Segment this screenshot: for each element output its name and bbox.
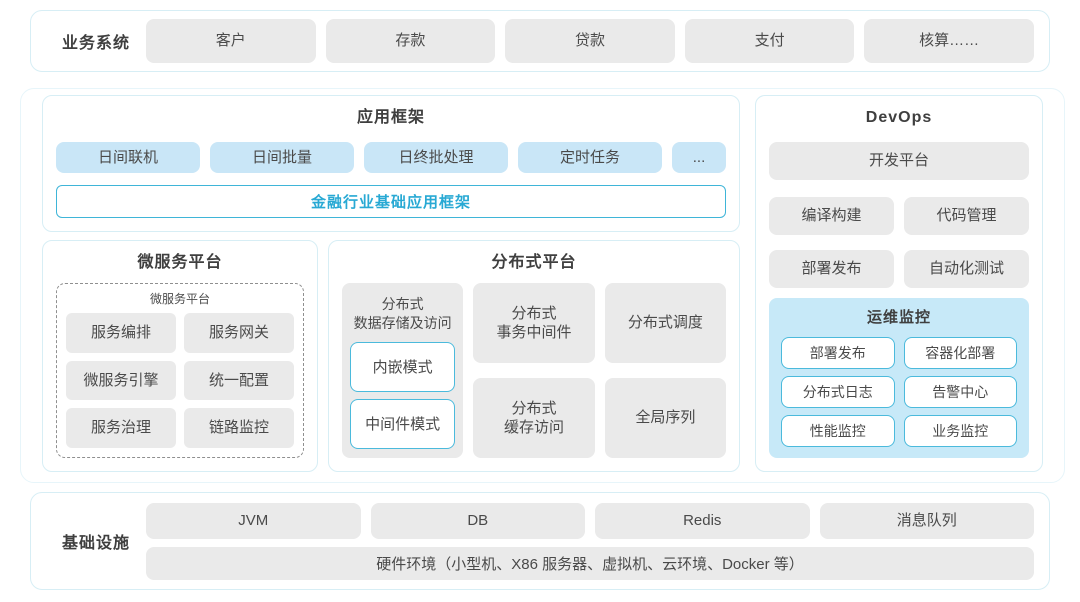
infra-box-redis: Redis [595, 502, 810, 539]
distributed-col-3: 分布式调度 全局序列 [604, 283, 726, 458]
app-box-scheduled-task: 定时任务 [518, 142, 662, 173]
storage-mode-boxes: 内嵌模式 中间件模式 [350, 341, 456, 449]
devops-box-code-mgmt: 代码管理 [904, 197, 1029, 235]
microservice-panel: 微服务平台 微服务平台 服务编排 服务网关 微服务引擎 统一配置 服务治理 链路… [42, 240, 318, 472]
infra-box-jvm: JVM [146, 502, 361, 539]
monitor-box-alert-center: 告警中心 [903, 376, 1017, 408]
devops-box-deploy: 部署发布 [769, 250, 894, 288]
devops-panel: DevOps 开发平台 编译构建 代码管理 部署发布 自动化测试 运维监控 部署… [755, 95, 1043, 472]
micro-box-tracing: 链路监控 [184, 408, 294, 448]
app-box-eod-batch: 日终批处理 [364, 142, 508, 173]
infra-box-mq: 消息队列 [819, 502, 1034, 539]
devops-title: DevOps [865, 109, 933, 126]
monitor-box-performance: 性能监控 [781, 415, 895, 447]
business-systems-boxes: 客户 存款 贷款 支付 核算…… [146, 19, 1034, 63]
infrastructure-panel: 基础设施 JVM DB Redis 消息队列 硬件环境（小型机、X86 服务器、… [30, 492, 1050, 590]
distributed-storage-label: 分布式 数据存储及访问 [353, 296, 452, 331]
business-systems-label: 业务系统 [61, 35, 130, 52]
infrastructure-label: 基础设施 [61, 535, 130, 552]
distributed-columns: 分布式 数据存储及访问 内嵌模式 中间件模式 分布式 事务中间件 [342, 283, 726, 458]
app-framework-boxes: 日间联机 日间批量 日终批处理 定时任务 ... [56, 142, 726, 173]
devops-boxes: 编译构建 代码管理 部署发布 自动化测试 [769, 197, 1029, 288]
microservice-boxes: 服务编排 服务网关 微服务引擎 统一配置 服务治理 链路监控 [66, 313, 294, 448]
distributed-panel: 分布式平台 分布式 数据存储及访问 内嵌模式 中间件模式 分布式 事务中间件 [328, 240, 740, 472]
app-box-more: ... [672, 142, 726, 173]
global-sequence-box: 全局序列 [604, 378, 726, 458]
business-box-customer: 客户 [146, 19, 316, 63]
business-box-payment: 支付 [684, 19, 855, 63]
distributed-title: 分布式平台 [491, 254, 577, 271]
mode-box-embedded: 内嵌模式 [350, 341, 456, 392]
app-box-daytime-batch: 日间批量 [210, 142, 354, 173]
infrastructure-boxes: JVM DB Redis 消息队列 硬件环境（小型机、X86 服务器、虚拟机、云… [146, 502, 1034, 580]
microservice-title: 微服务平台 [137, 254, 223, 271]
business-box-accounting: 核算…… [864, 19, 1034, 63]
microservice-inner-title: 微服务平台 [149, 292, 210, 306]
infrastructure-row: JVM DB Redis 消息队列 [146, 502, 1034, 539]
infra-box-db: DB [370, 502, 585, 539]
app-framework-title: 应用框架 [356, 109, 425, 126]
business-box-deposit: 存款 [325, 19, 496, 63]
ops-monitor-title: 运维监控 [866, 309, 931, 326]
devops-box-auto-test: 自动化测试 [904, 250, 1029, 288]
app-framework-panel: 应用框架 日间联机 日间批量 日终批处理 定时任务 ... 金融行业基础应用框架 [42, 95, 740, 232]
micro-box-gateway: 服务网关 [184, 313, 294, 353]
monitor-box-deploy: 部署发布 [781, 337, 895, 369]
monitor-box-distributed-log: 分布式日志 [781, 376, 895, 408]
ops-monitor-panel: 运维监控 部署发布 容器化部署 分布式日志 告警中心 性能监控 业务监控 [769, 298, 1029, 458]
micro-box-config: 统一配置 [184, 360, 294, 401]
micro-box-orchestration: 服务编排 [66, 313, 176, 353]
ops-monitor-boxes: 部署发布 容器化部署 分布式日志 告警中心 性能监控 业务监控 [781, 337, 1017, 447]
app-box-daytime-online: 日间联机 [56, 142, 200, 173]
distributed-cache-box: 分布式 缓存访问 [473, 378, 595, 458]
distributed-transaction-box: 分布式 事务中间件 [473, 283, 595, 363]
micro-box-governance: 服务治理 [66, 408, 176, 448]
monitor-box-container-deploy: 容器化部署 [903, 337, 1017, 369]
business-box-loan: 贷款 [505, 19, 675, 63]
distributed-storage-box: 分布式 数据存储及访问 内嵌模式 中间件模式 [342, 283, 464, 458]
microservice-inner-box: 微服务平台 服务编排 服务网关 微服务引擎 统一配置 服务治理 链路监控 [56, 283, 304, 458]
mode-box-middleware: 中间件模式 [350, 398, 456, 449]
monitor-box-business: 业务监控 [903, 415, 1017, 447]
hardware-environment-box: 硬件环境（小型机、X86 服务器、虚拟机、云环境、Docker 等） [146, 546, 1034, 580]
devops-box-dev-platform: 开发平台 [769, 142, 1029, 180]
distributed-scheduler-box: 分布式调度 [604, 283, 726, 363]
distributed-col-2: 分布式 事务中间件 分布式 缓存访问 [473, 283, 595, 458]
business-systems-panel: 业务系统 客户 存款 贷款 支付 核算…… [30, 10, 1050, 72]
financial-base-framework-box: 金融行业基础应用框架 [56, 185, 726, 218]
micro-box-engine: 微服务引擎 [66, 360, 176, 401]
devops-box-build: 编译构建 [769, 197, 894, 235]
